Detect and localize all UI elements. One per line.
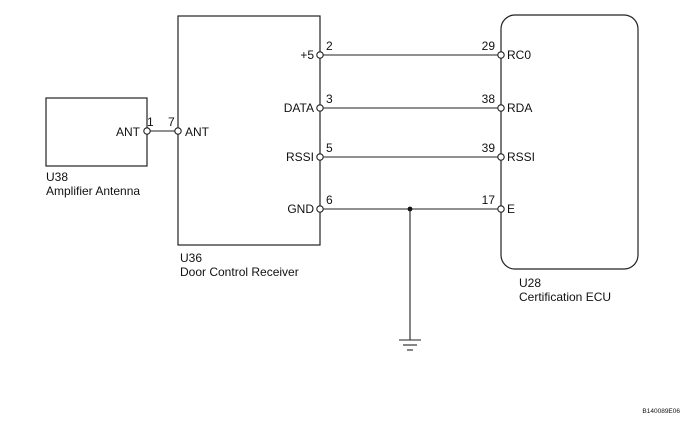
receiver-pin-number-rssi: 5 bbox=[326, 141, 333, 155]
ecu-pin-number-rc0: 29 bbox=[482, 39, 496, 53]
ecu-pin-number-rda: 38 bbox=[482, 92, 496, 106]
receiver-pin-label-gnd: GND bbox=[287, 202, 314, 216]
receiver-terminal-rssi bbox=[316, 153, 324, 161]
ecu-pin-number-e: 17 bbox=[482, 193, 496, 207]
ecu-box bbox=[500, 14, 639, 270]
receiver-pin-label-data: DATA bbox=[284, 101, 314, 115]
ecu-terminal-e bbox=[497, 205, 505, 213]
antenna-pin-number: 1 bbox=[147, 115, 154, 129]
receiver-pin-label-5v: +5 bbox=[300, 48, 314, 62]
receiver-pin-number-gnd: 6 bbox=[326, 193, 333, 207]
ecu-pin-number-rssi: 39 bbox=[482, 141, 496, 155]
receiver-terminal-5v bbox=[316, 51, 324, 59]
ecu-name: Certification ECU bbox=[519, 290, 611, 304]
receiver-pin-number-data: 3 bbox=[326, 92, 333, 106]
receiver-ant-terminal bbox=[174, 127, 182, 135]
ecu-terminal-rc0 bbox=[497, 51, 505, 59]
figure-id: B140089E06 bbox=[642, 408, 680, 415]
receiver-ant-pin-label: ANT bbox=[185, 125, 210, 139]
antenna-name: Amplifier Antenna bbox=[46, 184, 140, 198]
receiver-pin-label-rssi: RSSI bbox=[286, 150, 314, 164]
ecu-pin-label-rda: RDA bbox=[507, 101, 532, 115]
ecu-pin-label-rc0: RC0 bbox=[507, 48, 531, 62]
receiver-name: Door Control Receiver bbox=[180, 265, 299, 279]
antenna-terminal bbox=[143, 127, 151, 135]
receiver-terminal-data bbox=[316, 104, 324, 112]
ecu-code: U28 bbox=[519, 276, 541, 290]
receiver-ant-pin-number: 7 bbox=[168, 115, 175, 129]
ecu-pin-label-rssi: RSSI bbox=[507, 150, 535, 164]
ecu-pin-label-e: E bbox=[507, 202, 515, 216]
ecu-terminal-rda bbox=[497, 104, 505, 112]
receiver-terminal-gnd bbox=[316, 205, 324, 213]
antenna-pin-label: ANT bbox=[116, 125, 141, 139]
receiver-code: U36 bbox=[180, 251, 202, 265]
ecu-terminal-rssi bbox=[497, 153, 505, 161]
receiver-pin-number-5v: 2 bbox=[326, 39, 333, 53]
antenna-code: U38 bbox=[46, 170, 68, 184]
